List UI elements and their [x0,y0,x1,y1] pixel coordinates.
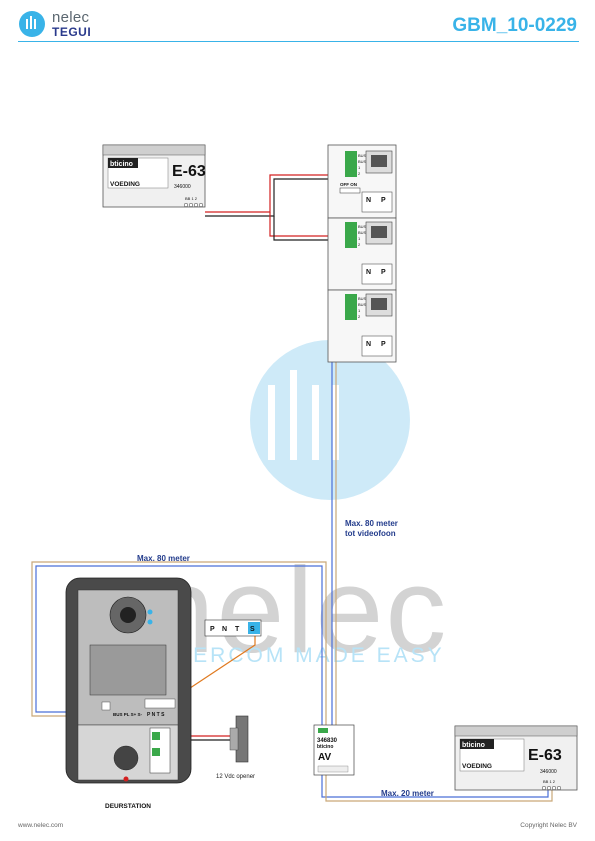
lock-label: 12 Vdc opener [216,774,255,780]
nelec-logo-icon [19,11,45,37]
monitor-2-terminal-block [345,222,357,248]
monitor-1-term-3: 2 [358,171,361,176]
bticino-logo [460,739,494,749]
monitor-1-term-0: BUS [358,153,367,158]
door-station-label: DEURSTATION [105,803,151,810]
psu-top-part-no: 346000 [174,184,191,190]
monitor-2-term-1: BUS [358,230,367,235]
pnts-t: T [235,626,240,633]
wire-psu-to-monitor-red [205,174,345,213]
psu-bottom-model: E-63 [528,747,562,764]
monitor-3-terminal-block [345,294,357,320]
monitor-3-n: N [366,341,371,348]
footer-website: www.nelec.com [18,822,64,829]
speaker-grille [89,644,167,696]
door-station: P N T S BUS PL S+ S- DEURSTATION [65,577,192,810]
monitor-1-term-1: BUS [358,159,367,164]
monitor-column: BUS BUS 1 2 OFF ON N P BUS BUS 1 2 N P B… [327,144,397,363]
monitor-2-p: P [381,269,386,276]
monitor-1-term-2: 1 [358,165,361,170]
av-brand: bticino [317,744,333,750]
page-header: nelec TEGUI GBM_10-0229 [0,0,595,42]
door-terminal-strip: BUS PL S+ S- [113,712,143,717]
pnts-n: N [222,626,227,633]
monitor-3-term-2: 1 [358,308,361,313]
door-pnts-strip: P N T S [147,712,165,718]
watermark-tagline: INTERCOM MADE EASY [150,644,445,667]
footer-copyright: Copyright Nelec BV [520,822,577,829]
monitor-3-term-3: 2 [358,314,361,319]
note-max-video-2: tot videofoon [345,529,396,538]
psu-top-model: E-63 [172,163,206,180]
note-max-door: Max. 80 meter [137,554,190,563]
wire-psu-to-monitor-black [205,178,345,217]
pnts-box: P N T S [204,619,262,637]
pnts-p: P [210,626,215,633]
monitor-2-n: N [366,269,371,276]
monitor-3-p: P [381,341,386,348]
pnts-s: S [250,626,255,633]
monitor-3-term-0: BUS [358,296,367,301]
call-button-icon [113,745,139,771]
monitor-2-term-2: 1 [358,236,361,241]
psu-top-brand: bticino [110,161,133,168]
note-max-video-1: Max. 80 meter [345,519,398,528]
brand-sub: TEGUI [52,25,92,39]
watermark-text: nelec [146,542,449,678]
psu-bottom-terminals: BB 1 2 [543,779,556,784]
power-supply-top: bticino E-63 VOEDING 346000 BB 1 2 [102,144,206,208]
monitor-1-terminal-block [345,151,357,177]
note-max-psu: Max. 20 meter [381,789,434,798]
header-divider [18,41,579,42]
brand-name: nelec [52,9,90,26]
bticino-logo [108,158,138,168]
av-label: AV [318,752,331,763]
psu-bottom-label: VOEDING [462,763,492,770]
monitor-2-term-3: 2 [358,242,361,247]
monitor-1-n: N [366,197,371,204]
av-unit: 346830 bticino AV [313,724,355,776]
monitor-2-term-0: BUS [358,224,367,229]
av-part-no: 346830 [317,738,338,744]
monitor-3-term-1: BUS [358,302,367,307]
psu-top-label: VOEDING [110,181,140,188]
document-code: GBM_10-0229 [452,15,577,36]
psu-bottom-part-no: 346000 [540,769,557,775]
monitor-1-switch-label: OFF ON [340,182,357,187]
psu-bottom-brand: bticino [462,742,485,749]
power-supply-bottom: bticino E-63 VOEDING 346000 BB 1 2 [454,725,578,791]
monitor-1-p: P [381,197,386,204]
door-lock: 12 Vdc opener [216,715,255,780]
psu-top-terminals: BB 1 2 [185,196,198,201]
